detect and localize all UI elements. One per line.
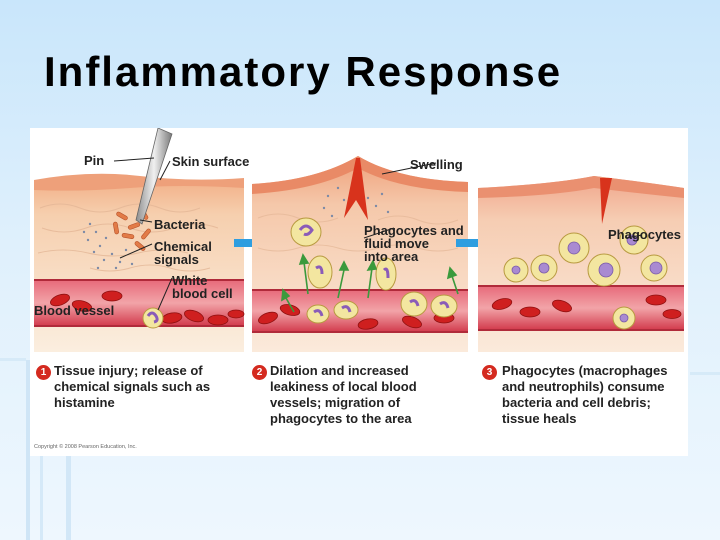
- label-white-blood-cell: White blood cell: [172, 273, 233, 301]
- migration-arrows: [281, 253, 459, 313]
- label-skin-surface: Skin surface: [172, 154, 250, 169]
- label-phagocytes-and-fluid: Phagocytes and fluid move into area: [364, 223, 464, 264]
- label-phagocytes: Phagocytes: [608, 227, 681, 242]
- step-1-caption: Tissue injury; release of chemical signa…: [54, 363, 211, 410]
- slide-title: Inflammatory Response: [44, 48, 563, 95]
- label-swelling: Swelling: [410, 157, 463, 172]
- phagocytes-tissue: [503, 225, 668, 330]
- phagocytes-migrating: [290, 217, 458, 324]
- panel-tissue-injury: [34, 128, 245, 352]
- inflammation-diagram: Pin Skin surface Bacteria Chemical signa…: [30, 128, 688, 456]
- label-bacteria: Bacteria: [154, 217, 206, 232]
- step-2-caption: Dilation and increased leakiness of loca…: [270, 363, 417, 426]
- step-3-badge: 3: [482, 365, 497, 380]
- step-3-caption: Phagocytes (macrophages and neutrophils)…: [502, 363, 668, 426]
- panel-phagocytosis: [478, 176, 684, 352]
- label-blood-vessel: Blood vessel: [34, 303, 115, 318]
- pin-icon: [135, 128, 173, 225]
- red-blood-cells: [50, 290, 245, 326]
- chemical-signals: [82, 222, 134, 270]
- white-blood-cell-in-vessel: [142, 307, 164, 329]
- panel-dilation-migration: [252, 156, 468, 352]
- label-chemical-signals: Chemical signals: [154, 239, 212, 267]
- copyright-notice: Copyright © 2008 Pearson Education, Inc.: [34, 444, 137, 450]
- label-pin: Pin: [84, 153, 105, 168]
- step-1-badge: 1: [36, 365, 51, 380]
- step-2-badge: 2: [252, 365, 267, 380]
